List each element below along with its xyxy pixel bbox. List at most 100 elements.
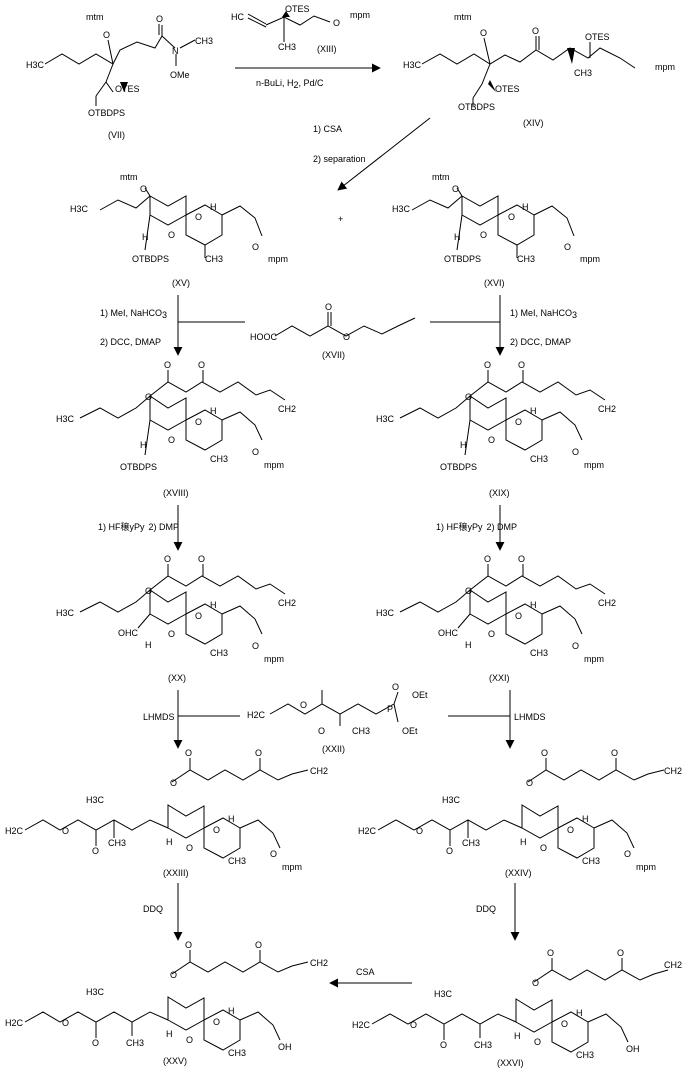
xxiv-ch3-ring: CH3	[582, 856, 600, 866]
xxiv-o-ester: O	[416, 826, 423, 836]
xvi-mpm: mpm	[580, 254, 600, 264]
xxiii-mpm: mpm	[282, 862, 302, 872]
xxvi-label: (XXVI)	[497, 1058, 524, 1068]
xx-ch3: CH3	[210, 648, 228, 658]
xiv-h3c: H3C	[403, 60, 422, 70]
vii-mtm: mtm	[86, 12, 104, 22]
xxi-h3c: H3C	[376, 608, 395, 618]
xxiv-o-2: O	[541, 748, 548, 758]
xxi-ohc: OHC	[438, 628, 459, 638]
reagent-step2a: 1) CSA	[313, 124, 342, 134]
vii-otes: OTES	[115, 84, 140, 94]
xvi-h3c: H3C	[392, 204, 411, 214]
xxi-ch3: CH3	[530, 648, 548, 658]
xxii-ch3: CH3	[352, 726, 370, 736]
xx-o-3: O	[198, 554, 205, 564]
xxi-o-3: O	[518, 554, 525, 564]
xv-h1: H	[210, 202, 217, 212]
xiii-label: (XIII)	[317, 44, 337, 54]
xvii-o-carbonyl: O	[325, 302, 332, 312]
xix-h1: H	[530, 406, 537, 416]
xiv-mpm: mpm	[655, 62, 675, 72]
xxiii-o-ring2: O	[213, 825, 220, 835]
xvi-mtm: mtm	[432, 172, 450, 182]
reagent-step3a: 1) MeI, NaHCO3	[100, 308, 167, 320]
xxiv-mpm: mpm	[636, 862, 656, 872]
xxi-ch2: CH2	[598, 598, 616, 608]
reagent-step3b: 2) DCC, DMAP	[100, 337, 161, 347]
xviii-mpm: mpm	[264, 460, 284, 470]
compound-xxv: O O O CH2 H3C H2C O O CH3 O O H H CH3 OH…	[5, 940, 328, 1066]
xxii-oet-top: OEt	[412, 690, 428, 700]
reagent-step7: LHMDS	[143, 712, 175, 722]
xvii-label: (XVII)	[322, 350, 345, 360]
xxv-ch3-chain: CH3	[126, 1038, 144, 1048]
compound-xxii: H2C O O CH3 P OEt OEt O (XXII)	[247, 682, 428, 754]
compound-xxiv: O O O CH2 H3C H2C O O CH3 O O H H CH3 O …	[358, 748, 682, 878]
xix-h2: H	[460, 440, 467, 450]
xxiii-h2: H	[166, 837, 173, 847]
compound-xvi: mtm O H3C O O H H OTBDPS CH3 O mpm (XVI)	[392, 172, 600, 288]
xiii-o: O	[333, 18, 340, 28]
xiv-ch3: CH3	[574, 68, 592, 78]
xxi-o-2: O	[484, 554, 491, 564]
xvii-hooc: HOOC	[250, 332, 278, 342]
xix-mpm: mpm	[584, 460, 604, 470]
xx-o-2: O	[164, 554, 171, 564]
xxiv-o-1: O	[526, 778, 533, 788]
xviii-label: (XVIII)	[163, 488, 189, 498]
xxiii-o-3: O	[255, 748, 262, 758]
xxv-h2c: H2C	[5, 1018, 24, 1028]
xxiii-o-carbonyl: O	[92, 846, 99, 856]
xxiii-ch3-chain: CH3	[108, 838, 126, 848]
xxvi-ch2: CH2	[664, 960, 682, 970]
xvi-h2: H	[454, 232, 461, 242]
xxiv-o-ring2: O	[567, 825, 574, 835]
xix-o-2: O	[484, 360, 491, 370]
xxii-oet-bottom: OEt	[402, 726, 418, 736]
compound-xix: O O O CH2 H3C O O H H OTBDPS CH3 O mpm (…	[376, 360, 616, 498]
xxiv-h3c: H3C	[442, 795, 461, 805]
vii-n: N	[172, 46, 179, 56]
xix-h3c: H3C	[376, 414, 395, 424]
reagent-step10: DDQ	[476, 904, 496, 914]
xxi-h2: H	[465, 640, 472, 650]
xxvi-h2: H	[514, 1031, 521, 1041]
xiv-otes-left: OTES	[495, 84, 520, 94]
xxvi-h1: H	[576, 1008, 583, 1018]
xv-label: (XV)	[172, 278, 190, 288]
xxi-label: (XXI)	[489, 673, 510, 683]
xxiv-ch3-chain: CH3	[462, 838, 480, 848]
xxvi-h2c: H2C	[352, 1020, 371, 1030]
xxv-o-3: O	[255, 940, 262, 950]
xiii-hc: HC	[231, 12, 244, 22]
compound-xx: O O O CH2 H3C O O H OHC H CH3 O mpm (XX)	[56, 554, 296, 683]
xxv-o-ester: O	[62, 1018, 69, 1028]
reagent-step2b: 2) separation	[313, 154, 366, 164]
xix-o-1: O	[465, 392, 472, 402]
xxi-o-ring1: O	[488, 629, 495, 639]
reagent-step11: CSA	[356, 967, 375, 977]
xix-o-ring2: O	[515, 417, 522, 427]
xix-otbdps: OTBDPS	[440, 462, 477, 472]
reagent-step9: DDQ	[143, 904, 163, 914]
xxvi-o-ester: O	[410, 1020, 417, 1030]
xviii-h3c: H3C	[56, 414, 75, 424]
xxv-o-carbonyl: O	[92, 1038, 99, 1048]
xxiii-ch3-ring: CH3	[228, 856, 246, 866]
xxiii-h3c: H3C	[86, 795, 105, 805]
xvii-o-ester: O	[343, 332, 350, 342]
xix-ch2: CH2	[598, 404, 616, 414]
compound-vii: mtm O H3C N CH3 OMe OTES OTBDPS O (VII)	[26, 12, 213, 140]
xxiv-o-3: O	[611, 748, 618, 758]
xiv-mtm: mtm	[454, 12, 472, 22]
xxv-o-ring1: O	[186, 1035, 193, 1045]
xx-h3c: H3C	[56, 608, 75, 618]
xiii-mpm: mpm	[350, 10, 370, 20]
xvi-o-ring2: O	[508, 212, 515, 222]
xxv-h1: H	[228, 1006, 235, 1016]
xxiii-h2c: H2C	[5, 826, 24, 836]
vii-o-top: O	[103, 30, 110, 40]
compound-xxvi: O O O CH2 H3C H2C O O CH3 O O H H CH3 OH…	[352, 948, 682, 1068]
xviii-otbdps: OTBDPS	[120, 462, 157, 472]
